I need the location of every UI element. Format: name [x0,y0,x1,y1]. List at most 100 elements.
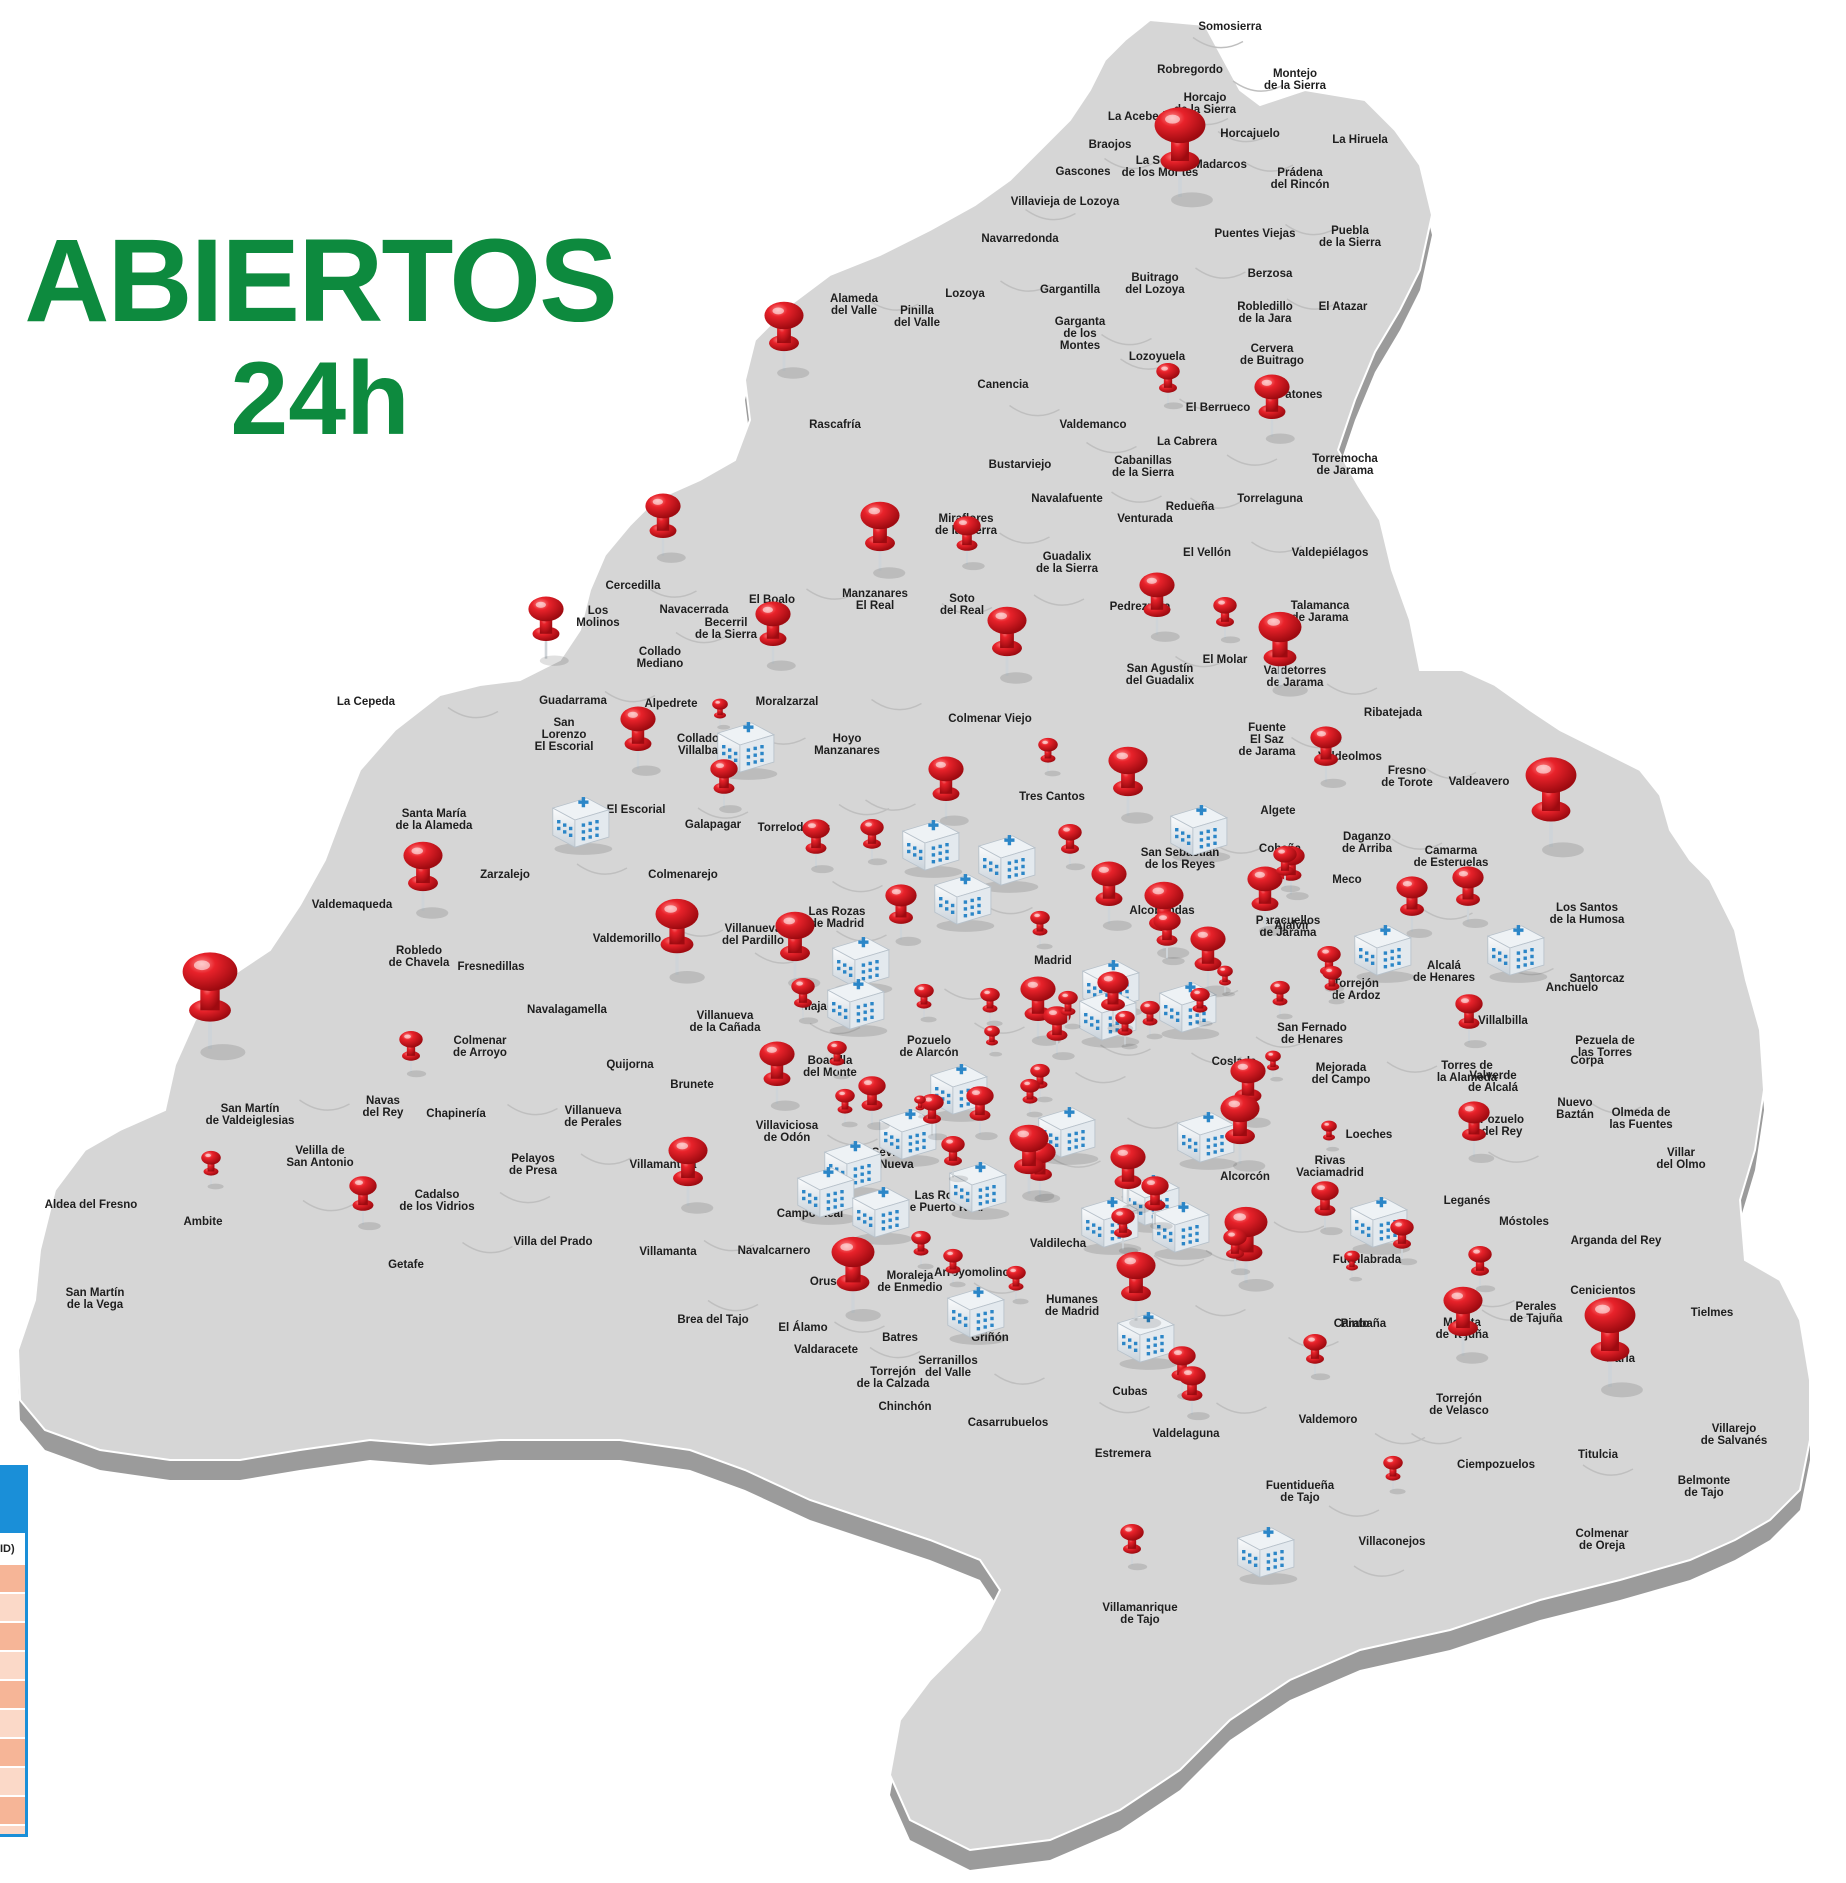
municipal-border [1481,1309,1533,1321]
place-label: Valdelaguna [1152,1428,1220,1440]
place-label: Loeches [1346,1129,1393,1141]
place-label: Gargantilla [1040,284,1101,296]
municipal-border [1195,267,1246,279]
place-label: Valdaracete [794,1344,858,1356]
legend-header [0,1468,25,1533]
place-label: Navalagamella [527,1004,608,1016]
municipal-border [1232,80,1284,92]
place-label: Cenicientos [1570,1285,1635,1297]
place-label: Ciempozuelos [1457,1459,1535,1471]
municipal-border [675,631,727,644]
municipal-border [974,1022,1025,1034]
place-label: Patones [1278,389,1323,401]
place-label: Móstoles [1499,1216,1549,1228]
municipal-border [832,880,883,893]
place-label: El Escorial [607,804,666,816]
municipal-border [580,1153,632,1165]
place-label: Anchuelo [1546,982,1598,994]
municipal-border [994,1373,1045,1385]
place-label: Quijorna [606,1059,654,1071]
municipal-border [1104,157,1155,170]
municipal-border [1153,1254,1205,1267]
place-label: Alpedrete [644,698,697,710]
municipal-border [868,299,919,311]
place-label: Puentes Viejas [1215,228,1296,240]
place-label: Chinchón [878,1401,931,1413]
place-label: Casarrubuelos [968,1417,1049,1429]
municipal-border [299,1099,350,1111]
place-label: Torrelaguna [1237,493,1303,505]
place-label: Fuenlabrada [1333,1254,1402,1266]
municipal-border [1127,1117,1178,1129]
place-label: Algete [1260,805,1295,817]
place-label: Tielmes [1691,1307,1734,1319]
municipal-border [999,532,1050,544]
municipal-border [1099,1401,1150,1414]
municipal-border [1009,404,1060,417]
map-title: ABIERTOS 24h [20,220,620,457]
place-label: Corpa [1570,1055,1604,1067]
municipal-border [834,1321,885,1333]
place-label: Meco [1332,874,1361,886]
place-label: Villaconejos [1359,1536,1426,1548]
place-label: Fresnedillas [457,961,524,973]
place-label: Leganés [1444,1195,1491,1207]
place-label: Carabaña [1334,1318,1387,1330]
municipal-border [1101,333,1152,346]
municipal-border [1175,655,1226,668]
place-label: Chapinería [426,1108,486,1120]
municipal-border [1190,497,1241,509]
place-label: Colmenarejo [648,869,718,881]
municipal-border [1251,541,1302,553]
place-label: El Atazar [1319,301,1368,313]
municipal-border [1033,594,1085,606]
title-line-1: ABIERTOS [24,215,618,347]
place-label: Rascafría [809,419,861,431]
municipal-border [697,807,749,819]
municipal-border [1391,838,1443,850]
municipal-border [1217,130,1269,143]
place-label: Valdepiélagos [1292,547,1369,559]
municipal-border [1086,441,1137,454]
legend-row [0,1681,25,1710]
title-line-2: 24h [230,341,410,457]
municipal-border [499,1191,551,1204]
legend-row [0,1797,25,1826]
municipal-border [604,690,656,703]
place-label: Canencia [977,379,1029,391]
